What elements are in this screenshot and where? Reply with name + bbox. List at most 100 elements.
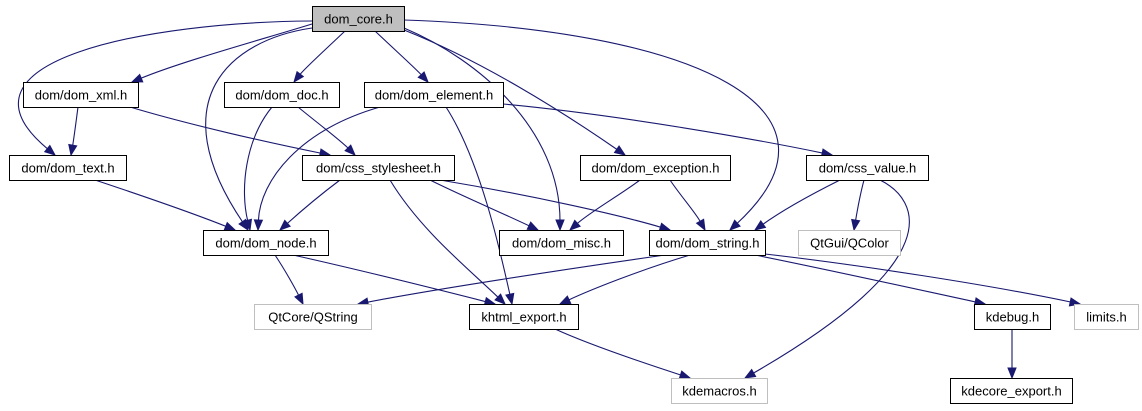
node-label: dom/dom_doc.h <box>235 88 328 103</box>
edge-line <box>567 254 691 301</box>
edge-dom-text-to-dom-node <box>94 179 237 231</box>
node-dom-node[interactable]: dom/dom_node.h <box>203 230 329 256</box>
edge-line <box>764 253 1072 303</box>
edge-css-stylesheet-to-khtml-export <box>389 179 506 305</box>
edge-line <box>274 254 300 297</box>
edge-dom-string-to-limits <box>764 253 1082 307</box>
edge-line <box>129 106 322 154</box>
node-dom-core[interactable]: dom_core.h <box>312 6 405 32</box>
edge-line <box>292 254 487 303</box>
edge-line <box>374 30 423 76</box>
arrowhead-icon <box>568 219 581 231</box>
edge-dom-xml-to-css-stylesheet <box>129 106 332 158</box>
arrowhead-icon <box>851 218 861 232</box>
node-box <box>950 378 1073 404</box>
node-box <box>798 230 901 256</box>
nodes-layer: dom_core.h dom/dom_xml.h dom/dom_doc.h dom/… <box>9 6 1139 404</box>
edge-dom-element-to-dom-node <box>253 106 381 232</box>
node-label: khtml_export.h <box>481 310 566 325</box>
arrowhead-icon <box>344 144 356 156</box>
node-label: dom/dom_node.h <box>215 236 316 251</box>
node-label: kdebug.h <box>986 310 1040 325</box>
edge-dom-node-to-qstring <box>274 254 304 306</box>
edge-line <box>429 179 531 227</box>
edge-css-value-to-dom-string <box>753 179 841 231</box>
node-css-value[interactable]: dom/css_value.h <box>806 155 929 181</box>
node-kdebug[interactable]: kdebug.h <box>974 304 1051 330</box>
arrowhead-icon <box>558 295 572 305</box>
arrowhead-icon <box>729 219 741 231</box>
node-box <box>580 155 731 181</box>
edge-line <box>754 254 977 303</box>
edge-dom-string-to-khtml-export <box>558 254 691 305</box>
node-box <box>23 82 139 108</box>
node-box <box>806 155 929 181</box>
edge-line <box>403 27 561 222</box>
arrowhead-icon <box>505 292 515 306</box>
edge-css-stylesheet-to-dom-misc <box>429 179 540 231</box>
edge-line <box>299 30 346 76</box>
edge-dom-exception-to-dom-string <box>669 179 706 232</box>
edge-dom-core-to-dom-text <box>18 20 313 156</box>
edge-line <box>257 106 381 222</box>
node-dom-string[interactable]: dom/dom_string.h <box>649 230 766 256</box>
node-label: dom/css_value.h <box>819 161 917 176</box>
edge-line <box>286 179 341 225</box>
arrowhead-icon <box>743 368 757 379</box>
node-dom-text[interactable]: dom/dom_text.h <box>9 155 127 181</box>
node-qcolor: QtGui/QColor <box>798 230 901 256</box>
node-dom-doc[interactable]: dom/dom_doc.h <box>224 82 340 108</box>
edge-css-value-to-kdemacros <box>743 179 910 379</box>
node-dom-element[interactable]: dom/dom_element.h <box>364 82 504 108</box>
edge-css-stylesheet-to-dom-node <box>278 179 341 231</box>
node-box <box>649 230 766 256</box>
arrowhead-icon <box>293 70 305 84</box>
node-label: dom/dom_element.h <box>375 88 494 103</box>
arrowhead-icon <box>278 219 291 231</box>
node-label: dom/dom_xml.h <box>35 88 127 103</box>
node-dom-exception[interactable]: dom/dom_exception.h <box>580 155 731 181</box>
edge-khtml-export-to-kdemacros <box>554 328 692 380</box>
node-kdecore-export[interactable]: kdecore_export.h <box>950 378 1073 404</box>
edge-dom-core-to-dom-string <box>403 19 780 231</box>
node-box <box>224 82 340 108</box>
arrowhead-icon <box>68 143 78 157</box>
node-box <box>364 82 504 108</box>
node-box <box>9 155 127 181</box>
node-khtml-export[interactable]: khtml_export.h <box>469 304 579 330</box>
node-label: QtGui/QColor <box>810 236 889 251</box>
node-css-stylesheet[interactable]: dom/css_stylesheet.h <box>302 155 455 181</box>
edge-line <box>445 106 511 296</box>
node-box <box>499 230 624 256</box>
edge-line <box>854 179 865 222</box>
edge-dom-node-to-khtml-export <box>292 254 497 307</box>
node-label: kdemacros.h <box>682 384 756 399</box>
edge-dom-element-to-css-value <box>502 103 834 158</box>
arrowhead-icon <box>695 218 706 232</box>
arrowhead-icon <box>613 145 627 156</box>
edge-line <box>403 19 780 225</box>
node-label: dom/dom_string.h <box>655 236 759 251</box>
node-box <box>203 230 329 256</box>
arrowhead-icon <box>242 218 253 232</box>
node-label: QtCore/QString <box>268 310 358 325</box>
node-dom-misc[interactable]: dom/dom_misc.h <box>499 230 624 256</box>
edge-line <box>439 179 662 228</box>
edge-dom-core-to-dom-xml <box>130 23 313 83</box>
arrowhead-icon <box>658 222 672 232</box>
arrowhead-icon <box>130 73 144 83</box>
node-box <box>671 378 768 404</box>
edge-css-stylesheet-to-dom-string <box>439 179 672 232</box>
node-label: dom/dom_misc.h <box>512 236 611 251</box>
arrowhead-icon <box>223 221 237 231</box>
node-kdemacros: kdemacros.h <box>671 378 768 404</box>
edge-line <box>18 20 313 150</box>
edge-line <box>140 23 313 80</box>
node-box <box>469 304 579 330</box>
node-dom-xml[interactable]: dom/dom_xml.h <box>23 82 139 108</box>
node-box <box>254 304 372 330</box>
edge-dom-xml-to-dom-text <box>68 106 79 157</box>
edge-dom-core-to-dom-element <box>374 30 429 83</box>
edges-layer <box>18 19 1082 380</box>
